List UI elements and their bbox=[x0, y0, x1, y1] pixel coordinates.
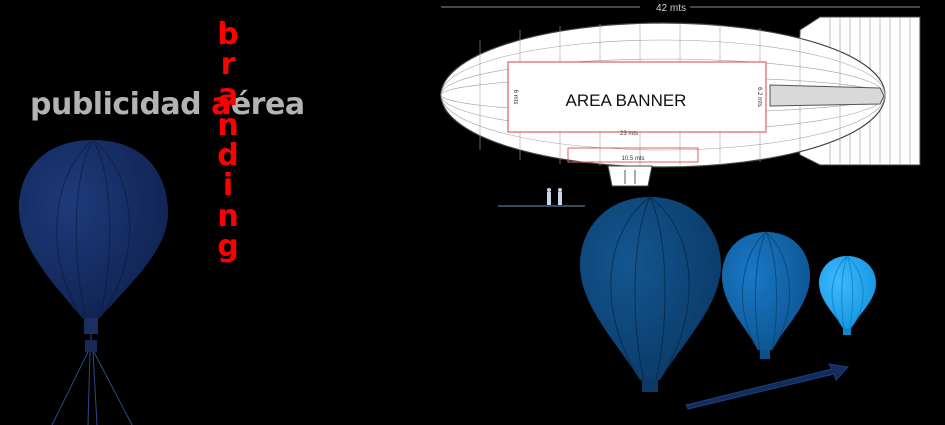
banner-area-label: AREA BANNER bbox=[566, 91, 687, 110]
branding-letter: a bbox=[217, 77, 239, 113]
person-scale-icon bbox=[547, 188, 562, 205]
branding-letter: r bbox=[220, 47, 236, 83]
banner-height-left-label: 6 mts bbox=[512, 90, 518, 105]
balloon-medium-icon bbox=[722, 231, 810, 359]
headline-suffix: érea bbox=[230, 87, 305, 122]
branding-letter: n bbox=[217, 107, 239, 143]
headline: publicidad aérea bbox=[30, 86, 305, 124]
banner-height-right-label: 6.2 mts bbox=[756, 87, 762, 107]
branding-letter: i bbox=[222, 168, 234, 204]
blimp-drawing: 42 mts AREA BANNER 23 mts 6 mts bbox=[440, 1, 921, 207]
branding-letter: d bbox=[217, 138, 239, 174]
branding-letter: b bbox=[217, 17, 239, 52]
tethered-balloon-icon bbox=[18, 139, 169, 425]
headline-highlight: a bbox=[211, 87, 231, 122]
blimp-length-label: 42 mts bbox=[656, 3, 686, 14]
vertical-branding-word: b r a n d i n g bbox=[213, 17, 243, 265]
growth-arrow-icon bbox=[685, 363, 850, 410]
branding-letter: n bbox=[217, 198, 239, 234]
gondola-length-label: 10.5 mts bbox=[621, 156, 644, 162]
balloon-large-icon bbox=[580, 196, 721, 392]
balloon-small-icon bbox=[819, 255, 876, 335]
headline-prefix: publicidad bbox=[30, 87, 212, 122]
banner-length-label: 23 mts bbox=[620, 131, 638, 137]
branding-letter: g bbox=[217, 229, 239, 265]
